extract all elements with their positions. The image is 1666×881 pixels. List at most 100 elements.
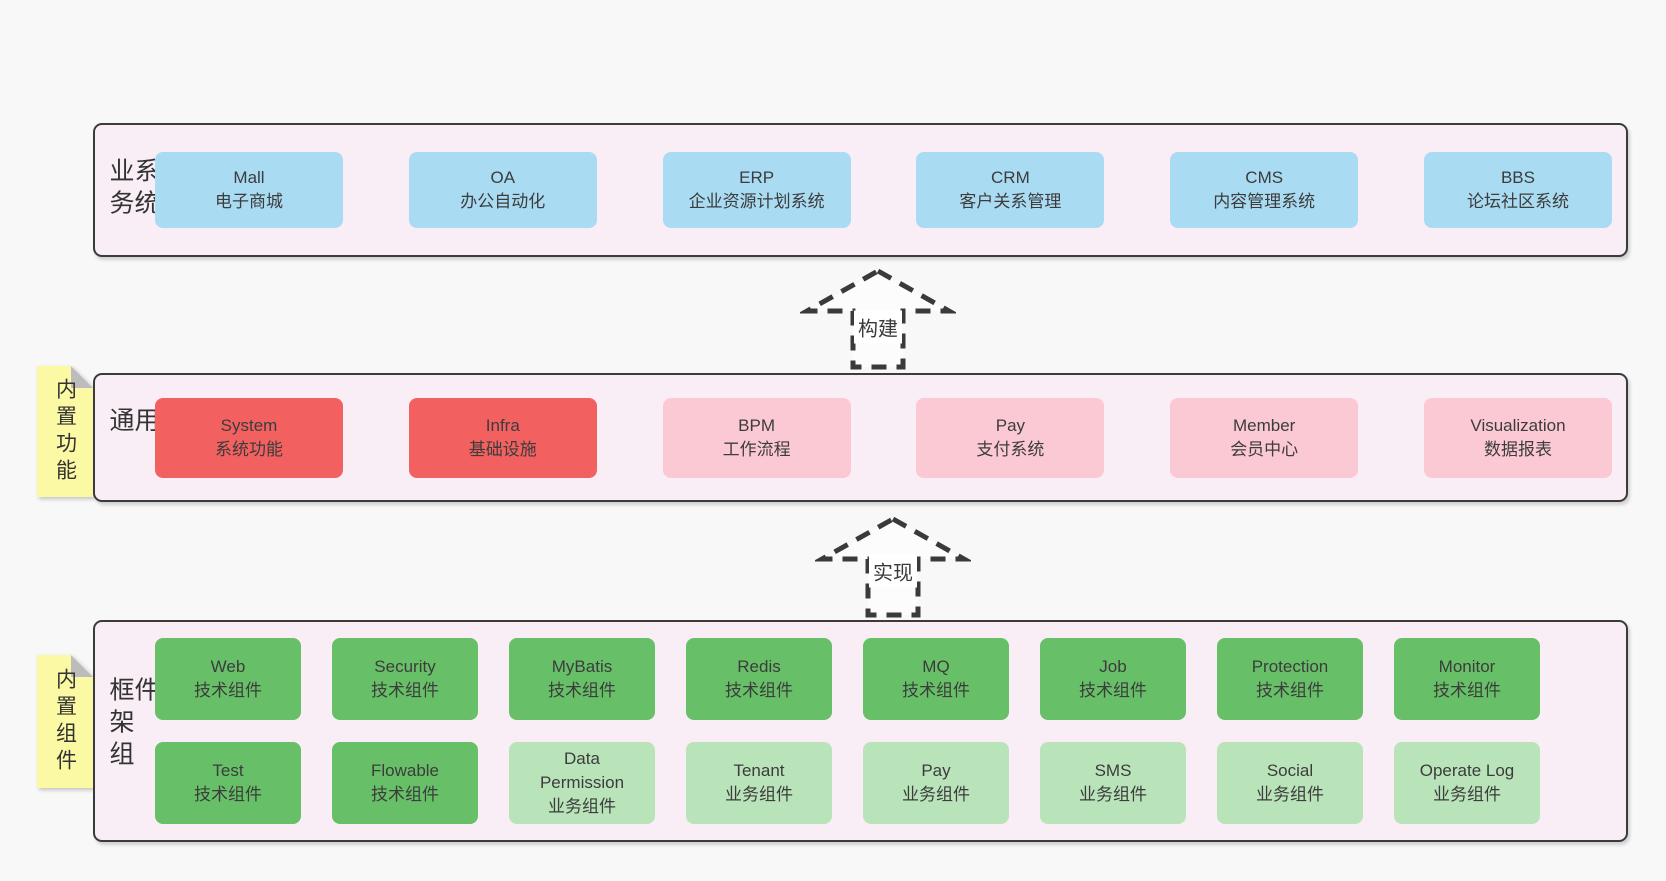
sticky-note-body: 内置功能 bbox=[37, 366, 93, 497]
box-title: Visualization bbox=[1470, 415, 1566, 435]
box-protection: Protection 技术组件 bbox=[1217, 638, 1363, 720]
box-title: SMS bbox=[1094, 761, 1132, 780]
box-erp: ERP 企业资源计划系统 bbox=[662, 152, 851, 228]
box-data-permission: Data Permission 业务组件 bbox=[509, 742, 655, 824]
box-pay: Pay 支付系统 bbox=[916, 397, 1105, 478]
box-title: Data Permission bbox=[539, 749, 625, 792]
box-oa: OA 办公自动化 bbox=[408, 152, 597, 228]
box-infra: Infra 基础设施 bbox=[408, 397, 597, 478]
sticky-note-label: 内置功能 bbox=[53, 377, 77, 486]
box-row: Mall 电子商城 OA 办公自动化 ERP 企业资源计划系统 CRM 客户关系管理 CMS 内容… bbox=[155, 152, 1612, 228]
box-web: Web 技术组件 bbox=[155, 638, 301, 720]
box-subtitle: 基础设施 bbox=[468, 439, 537, 459]
box-title: System bbox=[220, 415, 278, 435]
box-title: Operate Log bbox=[1419, 761, 1515, 780]
box-title: Pay bbox=[995, 415, 1026, 435]
box-title: Infra bbox=[485, 415, 520, 435]
box-mq: MQ 技术组件 bbox=[863, 638, 1009, 720]
box-subtitle: 业务组件 bbox=[902, 785, 970, 804]
box-title: Redis bbox=[737, 657, 781, 676]
box-title: CRM bbox=[991, 168, 1030, 187]
box-title: Monitor bbox=[1438, 657, 1496, 676]
box-subtitle: 技术组件 bbox=[1079, 681, 1147, 700]
box-title: BPM bbox=[738, 415, 776, 435]
box-subtitle: 会员中心 bbox=[1230, 439, 1299, 459]
box-title: Protection bbox=[1251, 657, 1329, 676]
box-subtitle: 技术组件 bbox=[725, 681, 793, 700]
arrow-label-implement: 实现 bbox=[869, 554, 917, 588]
box-mybatis: MyBatis 技术组件 bbox=[509, 638, 655, 720]
box-sms: SMS 业务组件 bbox=[1040, 742, 1186, 824]
box-title: BBS bbox=[1500, 168, 1535, 187]
box-title: Test bbox=[212, 761, 244, 780]
box-title: Flowable bbox=[370, 761, 440, 780]
box-subtitle: 业务组件 bbox=[1079, 785, 1147, 804]
box-subtitle: 技术组件 bbox=[194, 785, 262, 804]
sticky-note-label: 内置组件 bbox=[53, 667, 77, 776]
box-title: Social bbox=[1266, 761, 1314, 780]
layer-label-framework-components: 框架组件 bbox=[106, 676, 159, 773]
arrow-label-build: 构建 bbox=[854, 310, 902, 344]
box-title: Web bbox=[210, 657, 246, 676]
box-subtitle: 技术组件 bbox=[1256, 681, 1324, 700]
box-subtitle: 办公自动化 bbox=[460, 192, 546, 211]
box-job: Job 技术组件 bbox=[1040, 638, 1186, 720]
box-cms: CMS 内容管理系统 bbox=[1170, 152, 1359, 228]
box-subtitle: 业务组件 bbox=[548, 797, 616, 816]
box-flowable: Flowable 技术组件 bbox=[332, 742, 478, 824]
box-redis: Redis 技术组件 bbox=[686, 638, 832, 720]
box-visualization: Visualization 数据报表 bbox=[1423, 397, 1612, 478]
layer-common-modules: 通用模块 System系统功能Infra基础设施BPM工作流程Pay支付系统Me… bbox=[93, 373, 1628, 502]
box-title: Member bbox=[1233, 415, 1296, 435]
sticky-note-built-in-components: 内置组件 bbox=[37, 655, 93, 788]
box-subtitle: 客户关系管理 bbox=[959, 192, 1062, 211]
box-subtitle: 技术组件 bbox=[548, 681, 616, 700]
box-security: Security 技术组件 bbox=[332, 638, 478, 720]
box-title: ERP bbox=[739, 168, 775, 187]
box-subtitle: 论坛社区系统 bbox=[1466, 192, 1569, 211]
box-subtitle: 技术组件 bbox=[1433, 681, 1501, 700]
box-pay: Pay 业务组件 bbox=[863, 742, 1009, 824]
box-test: Test 技术组件 bbox=[155, 742, 301, 824]
box-title: Security bbox=[374, 657, 436, 676]
box-subtitle: 业务组件 bbox=[1256, 785, 1324, 804]
box-subtitle: 工作流程 bbox=[722, 439, 791, 459]
sticky-note-built-in-features: 内置功能 bbox=[37, 366, 93, 497]
box-title: Pay bbox=[921, 761, 951, 780]
box-tenant: Tenant 业务组件 bbox=[686, 742, 832, 824]
box-subtitle: 支付系统 bbox=[976, 439, 1045, 459]
box-operate-log: Operate Log 业务组件 bbox=[1394, 742, 1540, 824]
box-title: Job bbox=[1099, 657, 1127, 676]
box-row: System 系统功能 Infra 基础设施 BPM 工作流程 Pay 支付系统 Member 会… bbox=[155, 397, 1612, 478]
box-mall: Mall 电子商城 bbox=[155, 152, 343, 228]
box-title: MQ bbox=[922, 657, 950, 676]
box-title: Tenant bbox=[733, 761, 785, 780]
box-member: Member 会员中心 bbox=[1170, 397, 1359, 478]
box-system: System 系统功能 bbox=[155, 397, 343, 478]
box-title: Mall bbox=[233, 168, 265, 187]
box-title: OA bbox=[490, 168, 516, 187]
box-bbs: BBS 论坛社区系统 bbox=[1423, 152, 1612, 228]
box-subtitle: 技术组件 bbox=[194, 681, 262, 700]
box-subtitle: 数据报表 bbox=[1483, 439, 1552, 459]
box-subtitle: 技术组件 bbox=[902, 681, 970, 700]
box-monitor: Monitor 技术组件 bbox=[1394, 638, 1540, 720]
box-subtitle: 企业资源计划系统 bbox=[688, 192, 825, 211]
box-subtitle: 电子商城 bbox=[215, 192, 283, 211]
box-subtitle: 业务组件 bbox=[725, 785, 793, 804]
box-subtitle: 业务组件 bbox=[1433, 785, 1501, 804]
box-subtitle: 技术组件 bbox=[371, 785, 439, 804]
box-bpm: BPM 工作流程 bbox=[662, 397, 851, 478]
box-subtitle: 技术组件 bbox=[371, 681, 439, 700]
box-subtitle: 系统功能 bbox=[215, 439, 283, 459]
layer-label-business-systems: 业务系统 bbox=[106, 157, 159, 222]
box-title: MyBatis bbox=[551, 657, 613, 676]
box-crm: CRM 客户关系管理 bbox=[916, 152, 1105, 228]
box-social: Social 业务组件 bbox=[1217, 742, 1363, 824]
sticky-note-body: 内置组件 bbox=[37, 655, 93, 788]
box-title: CMS bbox=[1245, 168, 1284, 187]
box-subtitle: 内容管理系统 bbox=[1213, 192, 1316, 211]
